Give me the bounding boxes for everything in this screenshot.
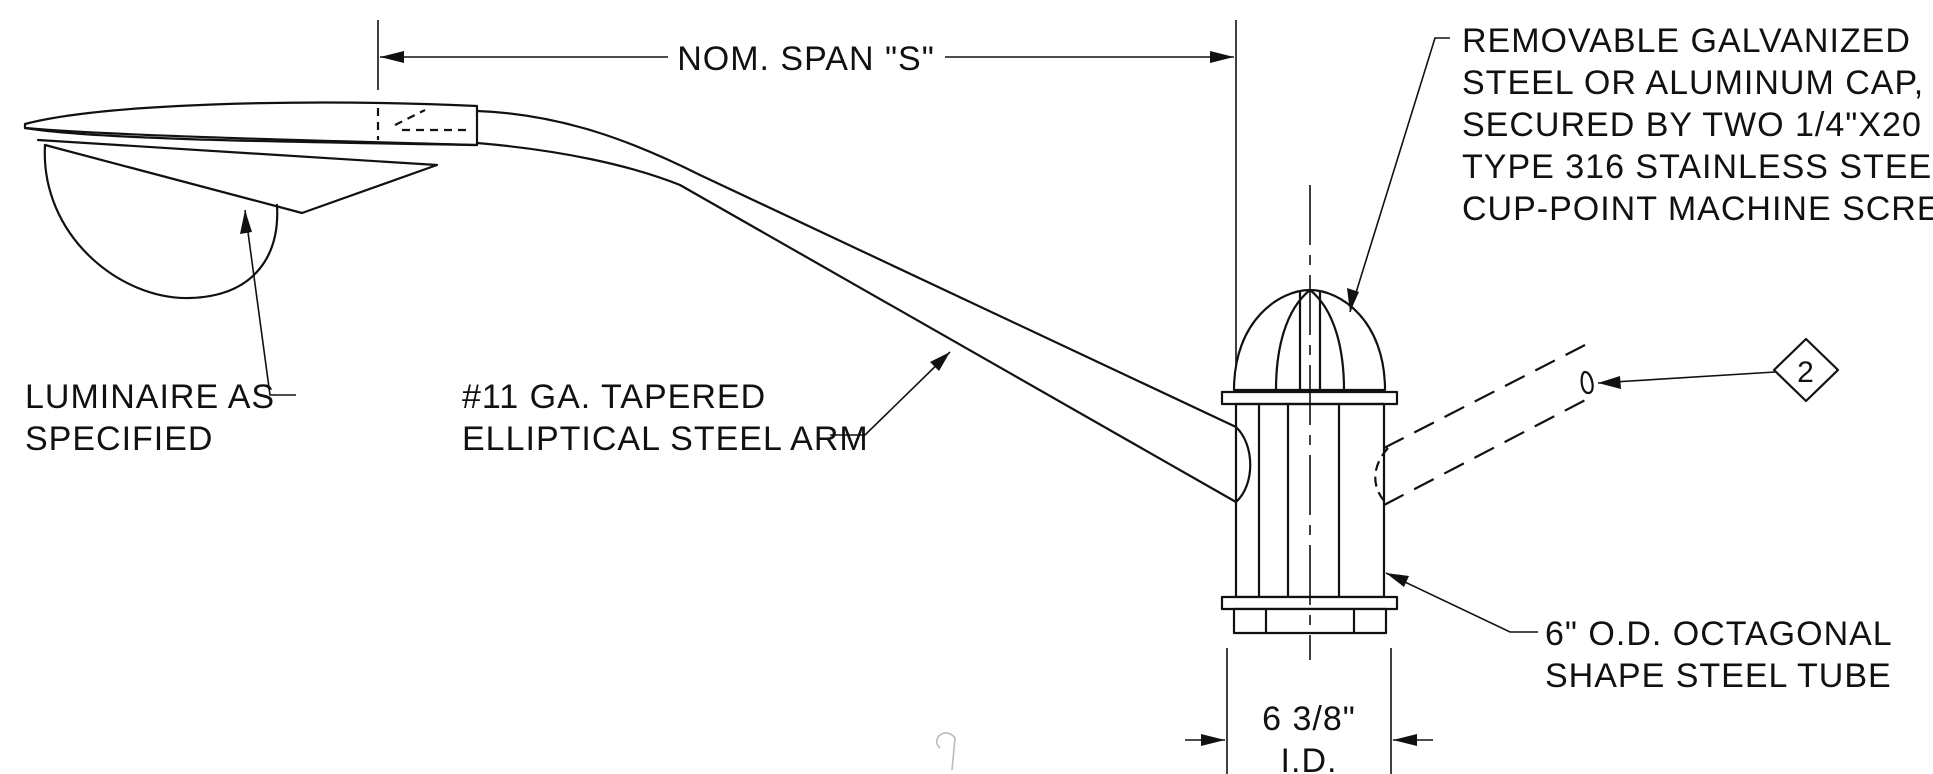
leaders (240, 37, 1776, 633)
cap-leader (1349, 37, 1450, 313)
luminaire-note: LUMINAIRE AS SPECIFIED (25, 378, 275, 458)
slip-fitter-hidden-diagonal (394, 109, 426, 126)
hidden-arm-base-ellipse (1374, 447, 1389, 506)
span-dimension: NOM. SPAN "S" (377, 20, 1237, 378)
id-arrowhead-left (1201, 734, 1225, 746)
luminaire-globe (43, 143, 279, 300)
callout-number: 2 (1797, 356, 1815, 389)
arm-note-line-2: ELLIPTICAL STEEL ARM (462, 420, 869, 458)
future-arm-hidden (1374, 344, 1596, 506)
cap-note: REMOVABLE GALVANIZED STEEL OR ALUMINUM C… (1462, 22, 1933, 228)
cap-note-line-4: TYPE 316 STAINLESS STEEL (1462, 148, 1933, 186)
cap-note-line-3: SECURED BY TWO 1/4"X20 (1462, 106, 1922, 144)
cap-leader-arrowhead (1347, 288, 1359, 312)
arm-note-line-1: #11 GA. TAPERED (462, 378, 766, 416)
id-arrowhead-right (1393, 734, 1417, 746)
luminaire-note-line-2: SPECIFIED (25, 420, 213, 458)
luminaire-hood-edge (23, 126, 479, 147)
id-label-line-1: 6 3/8" (1262, 700, 1356, 738)
hidden-arm-end-ellipse (1580, 370, 1594, 395)
cap-note-line-1: REMOVABLE GALVANIZED (1462, 22, 1911, 60)
cap-rib-right (1308, 288, 1346, 392)
id-label-line-2: I.D. (1281, 742, 1338, 774)
callout-leader (1597, 371, 1776, 384)
luminaire-lower-housing (36, 138, 439, 215)
luminaire-leader (244, 209, 296, 396)
octagonal-tube (1220, 185, 1399, 660)
tube-note-line-1: 6" O.D. OCTAGONAL (1545, 615, 1893, 653)
callout-diamond-shape (1772, 337, 1840, 403)
luminaire (23, 101, 479, 300)
arm-leader-arrowhead (930, 352, 950, 371)
callout-leader-arrowhead (1598, 376, 1621, 389)
scan-artifact (935, 732, 956, 771)
id-dimension: 6 3/8" I.D. (1185, 648, 1433, 774)
tube-note-line-2: SHAPE STEEL TUBE (1545, 657, 1892, 695)
tube-leader-arrowhead (1386, 573, 1409, 587)
tapered-arm (475, 109, 1252, 504)
span-arrowhead-right (1210, 51, 1234, 63)
tube-leader (1385, 572, 1538, 633)
arm-bottom-edge (475, 141, 1238, 504)
tube-note: 6" O.D. OCTAGONAL SHAPE STEEL TUBE (1545, 615, 1893, 695)
arm-note: #11 GA. TAPERED ELLIPTICAL STEEL ARM (462, 378, 869, 458)
cap-note-line-2: STEEL OR ALUMINUM CAP, (1462, 64, 1924, 102)
hidden-arm-top (1383, 344, 1586, 449)
hidden-arm-bottom (1383, 394, 1596, 506)
arm-leader (830, 351, 951, 436)
callout-2-diamond: 2 (1772, 337, 1840, 403)
span-arrowhead-left (380, 51, 404, 63)
cap-note-line-5: CUP-POINT MACHINE SCREWS (1462, 190, 1933, 228)
arm-top-edge (475, 109, 1238, 429)
luminaire-note-line-1: LUMINAIRE AS (25, 378, 275, 416)
span-label: NOM. SPAN "S" (677, 40, 935, 78)
cap-rib-left (1274, 288, 1312, 392)
arm-end-ellipse (1234, 425, 1252, 504)
luminaire-leader-arrowhead (240, 210, 252, 234)
